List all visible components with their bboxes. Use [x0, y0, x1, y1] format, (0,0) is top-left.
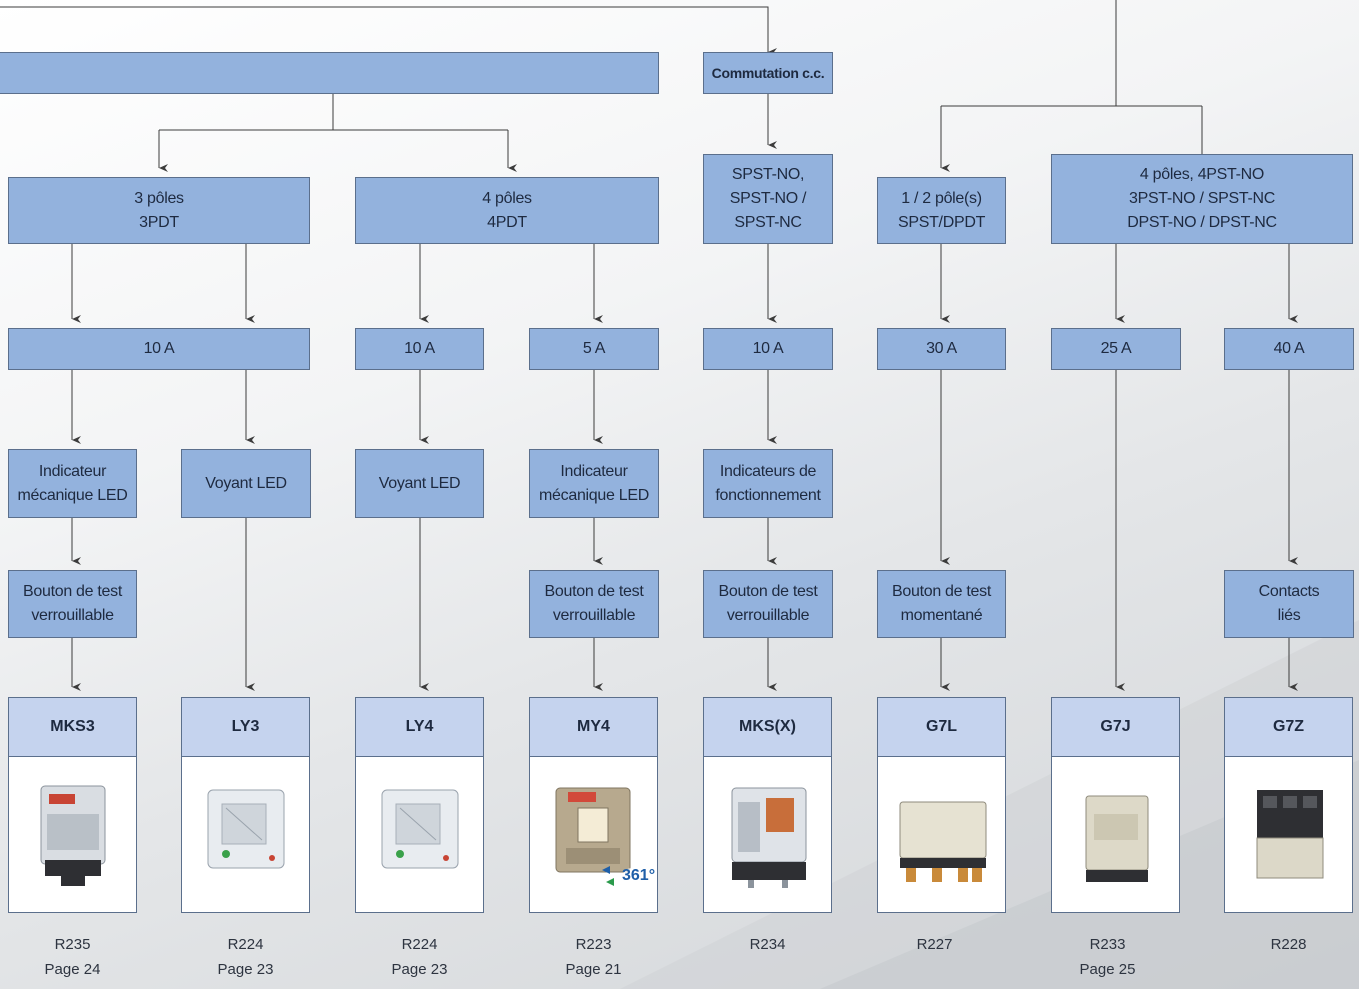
reference-page: Page 24	[44, 961, 101, 978]
reference-my4: R223 Page 21	[529, 932, 658, 982]
product-name: MY4	[530, 698, 657, 757]
product-name: G7L	[878, 698, 1005, 757]
product-name: G7Z	[1225, 698, 1352, 757]
reference-g7z: R228	[1224, 932, 1353, 957]
reference-code: R233	[1089, 936, 1126, 953]
current-10a-box: 10 A	[8, 328, 310, 370]
reference-g7j: R233 Page 25	[1043, 932, 1172, 982]
product-card-g7j[interactable]: G7J	[1051, 697, 1180, 913]
product-name: G7J	[1052, 698, 1179, 757]
relay-g7l-icon	[899, 801, 987, 882]
relay-ly3-icon	[207, 789, 285, 869]
indicator-mks3-box: Indicateur mécanique LED	[8, 449, 137, 518]
current-10a-ly4-box: 10 A	[355, 328, 484, 370]
product-name: MKS3	[9, 698, 136, 757]
reference-code: R224	[401, 936, 438, 953]
indicator-my4-box: Indicateur mécanique LED	[529, 449, 659, 518]
reference-code: R228	[1270, 936, 1307, 953]
product-card-mks3[interactable]: MKS3	[8, 697, 137, 913]
product-name: LY3	[182, 698, 309, 757]
top-category-box	[0, 52, 659, 94]
product-name: LY4	[356, 698, 483, 757]
current-10a-mksx-box: 10 A	[703, 328, 833, 370]
poles-1-2-box: 1 / 2 pôle(s) SPST/DPDT	[877, 177, 1006, 244]
reference-code: R235	[54, 936, 91, 953]
button-g7l-box: Bouton de test momentané	[877, 570, 1006, 638]
product-card-my4[interactable]: MY4 361°	[529, 697, 658, 913]
current-40a-box: 40 A	[1224, 328, 1354, 370]
button-my4-box: Bouton de test verrouillable	[529, 570, 659, 638]
relay-ly4-icon	[381, 789, 459, 869]
current-5a-box: 5 A	[529, 328, 659, 370]
product-card-g7l[interactable]: G7L	[877, 697, 1006, 913]
spst-box: SPST-NO, SPST-NO / SPST-NC	[703, 154, 833, 244]
button-mksx-box: Bouton de test verrouillable	[703, 570, 833, 638]
reference-code: R227	[916, 936, 953, 953]
indicator-ly4-box: Voyant LED	[355, 449, 484, 518]
reference-mksx: R234	[703, 932, 832, 957]
poles-4-multi-box: 4 pôles, 4PST-NO 3PST-NO / SPST-NC DPST-…	[1051, 154, 1353, 244]
product-card-ly4[interactable]: LY4	[355, 697, 484, 913]
poles-4-box: 4 pôles 4PDT	[355, 177, 659, 244]
linked-contacts-box: Contacts liés	[1224, 570, 1354, 638]
reference-mks3: R235 Page 24	[8, 932, 137, 982]
reference-code: R223	[575, 936, 612, 953]
reference-code: R234	[749, 936, 786, 953]
product-card-mksx[interactable]: MKS(X)	[703, 697, 832, 913]
reference-g7l: R227	[870, 932, 999, 957]
reference-page: Page 23	[391, 961, 448, 978]
relay-g7j-icon	[1085, 795, 1149, 882]
current-25a-box: 25 A	[1051, 328, 1181, 370]
indicator-mksx-box: Indicateurs de fonctionnement	[703, 449, 833, 518]
reference-page: Page 21	[565, 961, 622, 978]
reference-code: R224	[227, 936, 264, 953]
product-card-ly3[interactable]: LY3	[181, 697, 310, 913]
product-name: MKS(X)	[704, 698, 831, 757]
indicator-ly3-box: Voyant LED	[181, 449, 311, 518]
current-30a-box: 30 A	[877, 328, 1006, 370]
reference-page: Page 25	[1079, 961, 1136, 978]
reference-ly3: R224 Page 23	[181, 932, 310, 982]
rotation-badge: 361°	[622, 867, 655, 884]
reference-ly4: R224 Page 23	[355, 932, 484, 982]
poles-3-box: 3 pôles 3PDT	[8, 177, 310, 244]
dc-switching-box: Commutation c.c.	[703, 52, 833, 94]
product-card-g7z[interactable]: G7Z	[1224, 697, 1353, 913]
relay-g7z-icon	[1256, 790, 1324, 879]
button-mks3-box: Bouton de test verrouillable	[8, 570, 137, 638]
reference-page: Page 23	[217, 961, 274, 978]
relay-my4-icon: 361°	[555, 787, 655, 888]
relay-mksx-icon	[731, 787, 807, 888]
relay-mks3-icon	[40, 785, 106, 886]
